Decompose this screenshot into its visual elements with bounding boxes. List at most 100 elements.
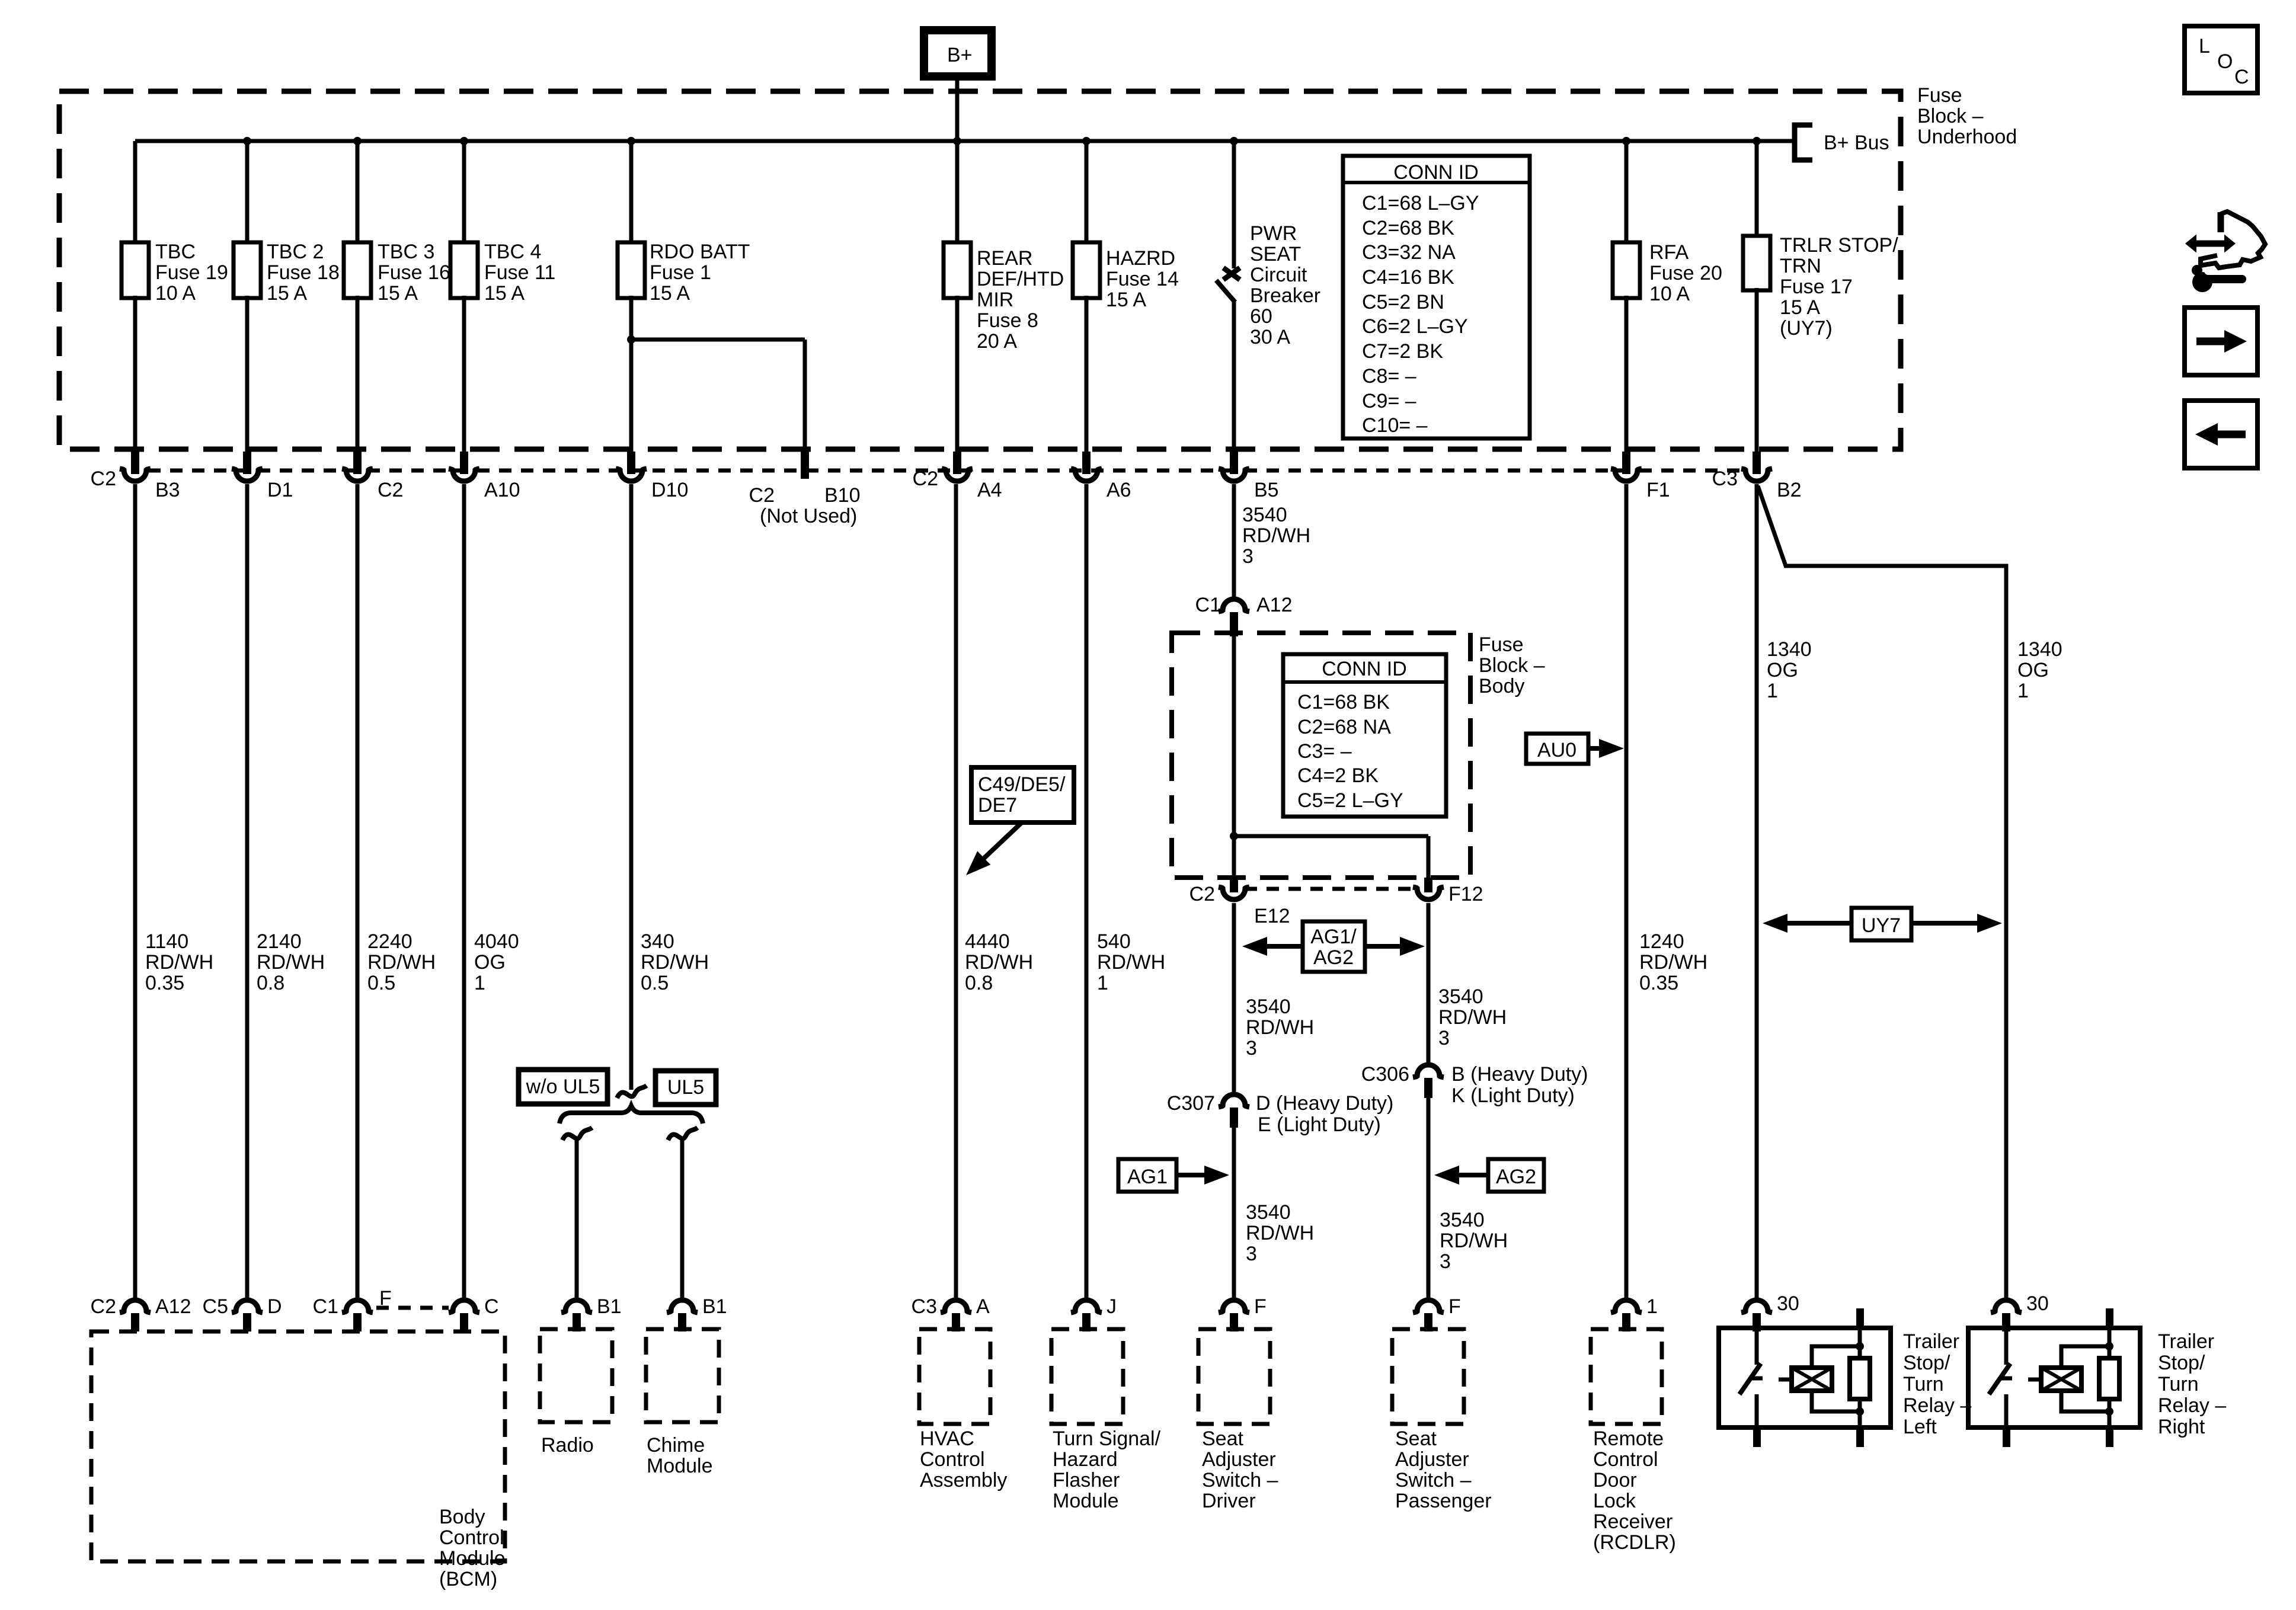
svg-text:UY7: UY7 [1862,914,1901,937]
svg-text:RD/WH: RD/WH [1438,1006,1507,1029]
svg-text:RD/WH: RD/WH [965,951,1033,974]
svg-text:D10: D10 [651,479,688,501]
svg-text:10 A: 10 A [155,282,196,305]
svg-text:SEAT: SEAT [1250,243,1301,265]
svg-text:C: C [2234,66,2249,88]
svg-text:C7=2 BK: C7=2 BK [1362,340,1443,363]
svg-text:HAZRD: HAZRD [1106,247,1175,270]
svg-text:Stop/: Stop/ [2158,1352,2205,1374]
svg-text:C2: C2 [378,479,403,501]
svg-text:A4: A4 [977,479,1002,501]
svg-text:Radio: Radio [541,1434,594,1457]
svg-text:C2: C2 [749,484,775,507]
svg-text:Switch –: Switch – [1395,1469,1472,1491]
svg-text:F: F [379,1287,392,1310]
svg-text:1: 1 [2017,680,2029,702]
svg-text:15 A: 15 A [378,282,418,305]
svg-text:Receiver: Receiver [1593,1510,1673,1533]
svg-text:2140: 2140 [257,930,302,953]
svg-text:10 A: 10 A [1649,283,1690,305]
svg-text:Left: Left [1903,1416,1937,1438]
svg-text:Remote: Remote [1593,1427,1664,1450]
svg-text:Fuse 8: Fuse 8 [977,309,1038,332]
svg-text:Relay –: Relay – [2158,1394,2226,1417]
svg-text:E (Light Duty): E (Light Duty) [1258,1113,1381,1136]
svg-text:D (Heavy Duty): D (Heavy Duty) [1256,1092,1393,1115]
svg-text:0.35: 0.35 [145,972,184,994]
svg-text:0.8: 0.8 [965,972,993,994]
svg-text:(UY7): (UY7) [1780,317,1833,340]
svg-text:RD/WH: RD/WH [1639,951,1707,974]
svg-text:3540: 3540 [1242,504,1287,526]
svg-text:Lock: Lock [1593,1490,1636,1512]
svg-text:UL5: UL5 [667,1076,704,1099]
svg-text:F: F [1254,1295,1267,1318]
svg-text:Fuse 11: Fuse 11 [484,261,555,284]
svg-text:(Not Used): (Not Used) [760,505,857,527]
svg-text:15 A: 15 A [650,282,690,305]
svg-text:3: 3 [1246,1037,1257,1060]
svg-text:Stop/: Stop/ [1903,1352,1950,1374]
svg-text:C4=2 BK: C4=2 BK [1297,764,1379,787]
svg-text:Fuse 16: Fuse 16 [378,261,450,284]
svg-text:3: 3 [1438,1027,1450,1049]
svg-text:RD/WH: RD/WH [367,951,436,974]
svg-text:C10= –: C10= – [1362,414,1428,437]
svg-text:B (Heavy Duty): B (Heavy Duty) [1451,1063,1588,1086]
svg-text:E12: E12 [1254,905,1290,927]
svg-text:Control: Control [1593,1448,1658,1471]
svg-text:Turn: Turn [2158,1373,2199,1395]
svg-text:Control: Control [920,1448,985,1471]
svg-text:1240: 1240 [1639,930,1684,953]
svg-text:C4=16 BK: C4=16 BK [1362,266,1454,289]
svg-text:Module: Module [439,1547,506,1570]
svg-text:CONN ID: CONN ID [1393,161,1479,184]
svg-text:(RCDLR): (RCDLR) [1593,1531,1676,1554]
svg-text:C5=2 L–GY: C5=2 L–GY [1297,789,1403,812]
svg-text:340: 340 [641,930,674,953]
svg-text:C1: C1 [313,1295,338,1318]
svg-text:AG2: AG2 [1313,946,1354,969]
svg-text:Module: Module [647,1455,713,1477]
svg-text:RD/WH: RD/WH [1246,1016,1314,1039]
svg-text:DE7: DE7 [978,794,1017,817]
svg-text:1: 1 [1767,680,1778,702]
svg-text:Fuse 14: Fuse 14 [1106,268,1179,290]
svg-text:B+: B+ [947,44,973,66]
svg-text:w/o UL5: w/o UL5 [526,1076,600,1098]
svg-text:15 A: 15 A [484,282,525,305]
svg-text:Fuse: Fuse [1917,84,1962,107]
svg-text:D1: D1 [267,479,293,501]
svg-text:Flasher: Flasher [1053,1469,1120,1491]
svg-text:Body: Body [439,1506,485,1528]
svg-text:3540: 3540 [1440,1209,1485,1231]
svg-text:3: 3 [1440,1250,1451,1273]
svg-text:Block –: Block – [1917,105,1984,127]
svg-text:1: 1 [1097,972,1108,994]
svg-text:Control: Control [439,1526,504,1549]
svg-text:3540: 3540 [1246,1201,1291,1224]
svg-text:F1: F1 [1646,479,1670,501]
svg-text:30: 30 [1777,1292,1799,1315]
svg-text:Right: Right [2158,1416,2205,1438]
svg-text:C1=68 BK: C1=68 BK [1297,691,1390,713]
svg-text:Seat: Seat [1202,1427,1243,1450]
svg-text:MIR: MIR [977,289,1013,311]
svg-text:TBC 4: TBC 4 [484,241,541,263]
svg-text:Fuse 19: Fuse 19 [155,261,228,284]
svg-text:Underhood: Underhood [1917,126,2017,148]
svg-text:C: C [484,1295,499,1318]
svg-text:C3= –: C3= – [1297,740,1352,763]
svg-text:Seat: Seat [1395,1427,1437,1450]
svg-text:A: A [976,1295,990,1318]
svg-text:C5: C5 [203,1295,228,1318]
svg-text:15 A: 15 A [1780,296,1820,319]
svg-text:Block –: Block – [1479,654,1545,677]
svg-text:60: 60 [1250,305,1272,328]
svg-text:0.5: 0.5 [641,972,669,994]
svg-text:0.5: 0.5 [367,972,395,994]
svg-text:B10: B10 [824,484,861,507]
svg-text:4040: 4040 [474,930,519,953]
svg-text:Fuse 18: Fuse 18 [267,261,340,284]
svg-text:RD/WH: RD/WH [1242,524,1310,547]
